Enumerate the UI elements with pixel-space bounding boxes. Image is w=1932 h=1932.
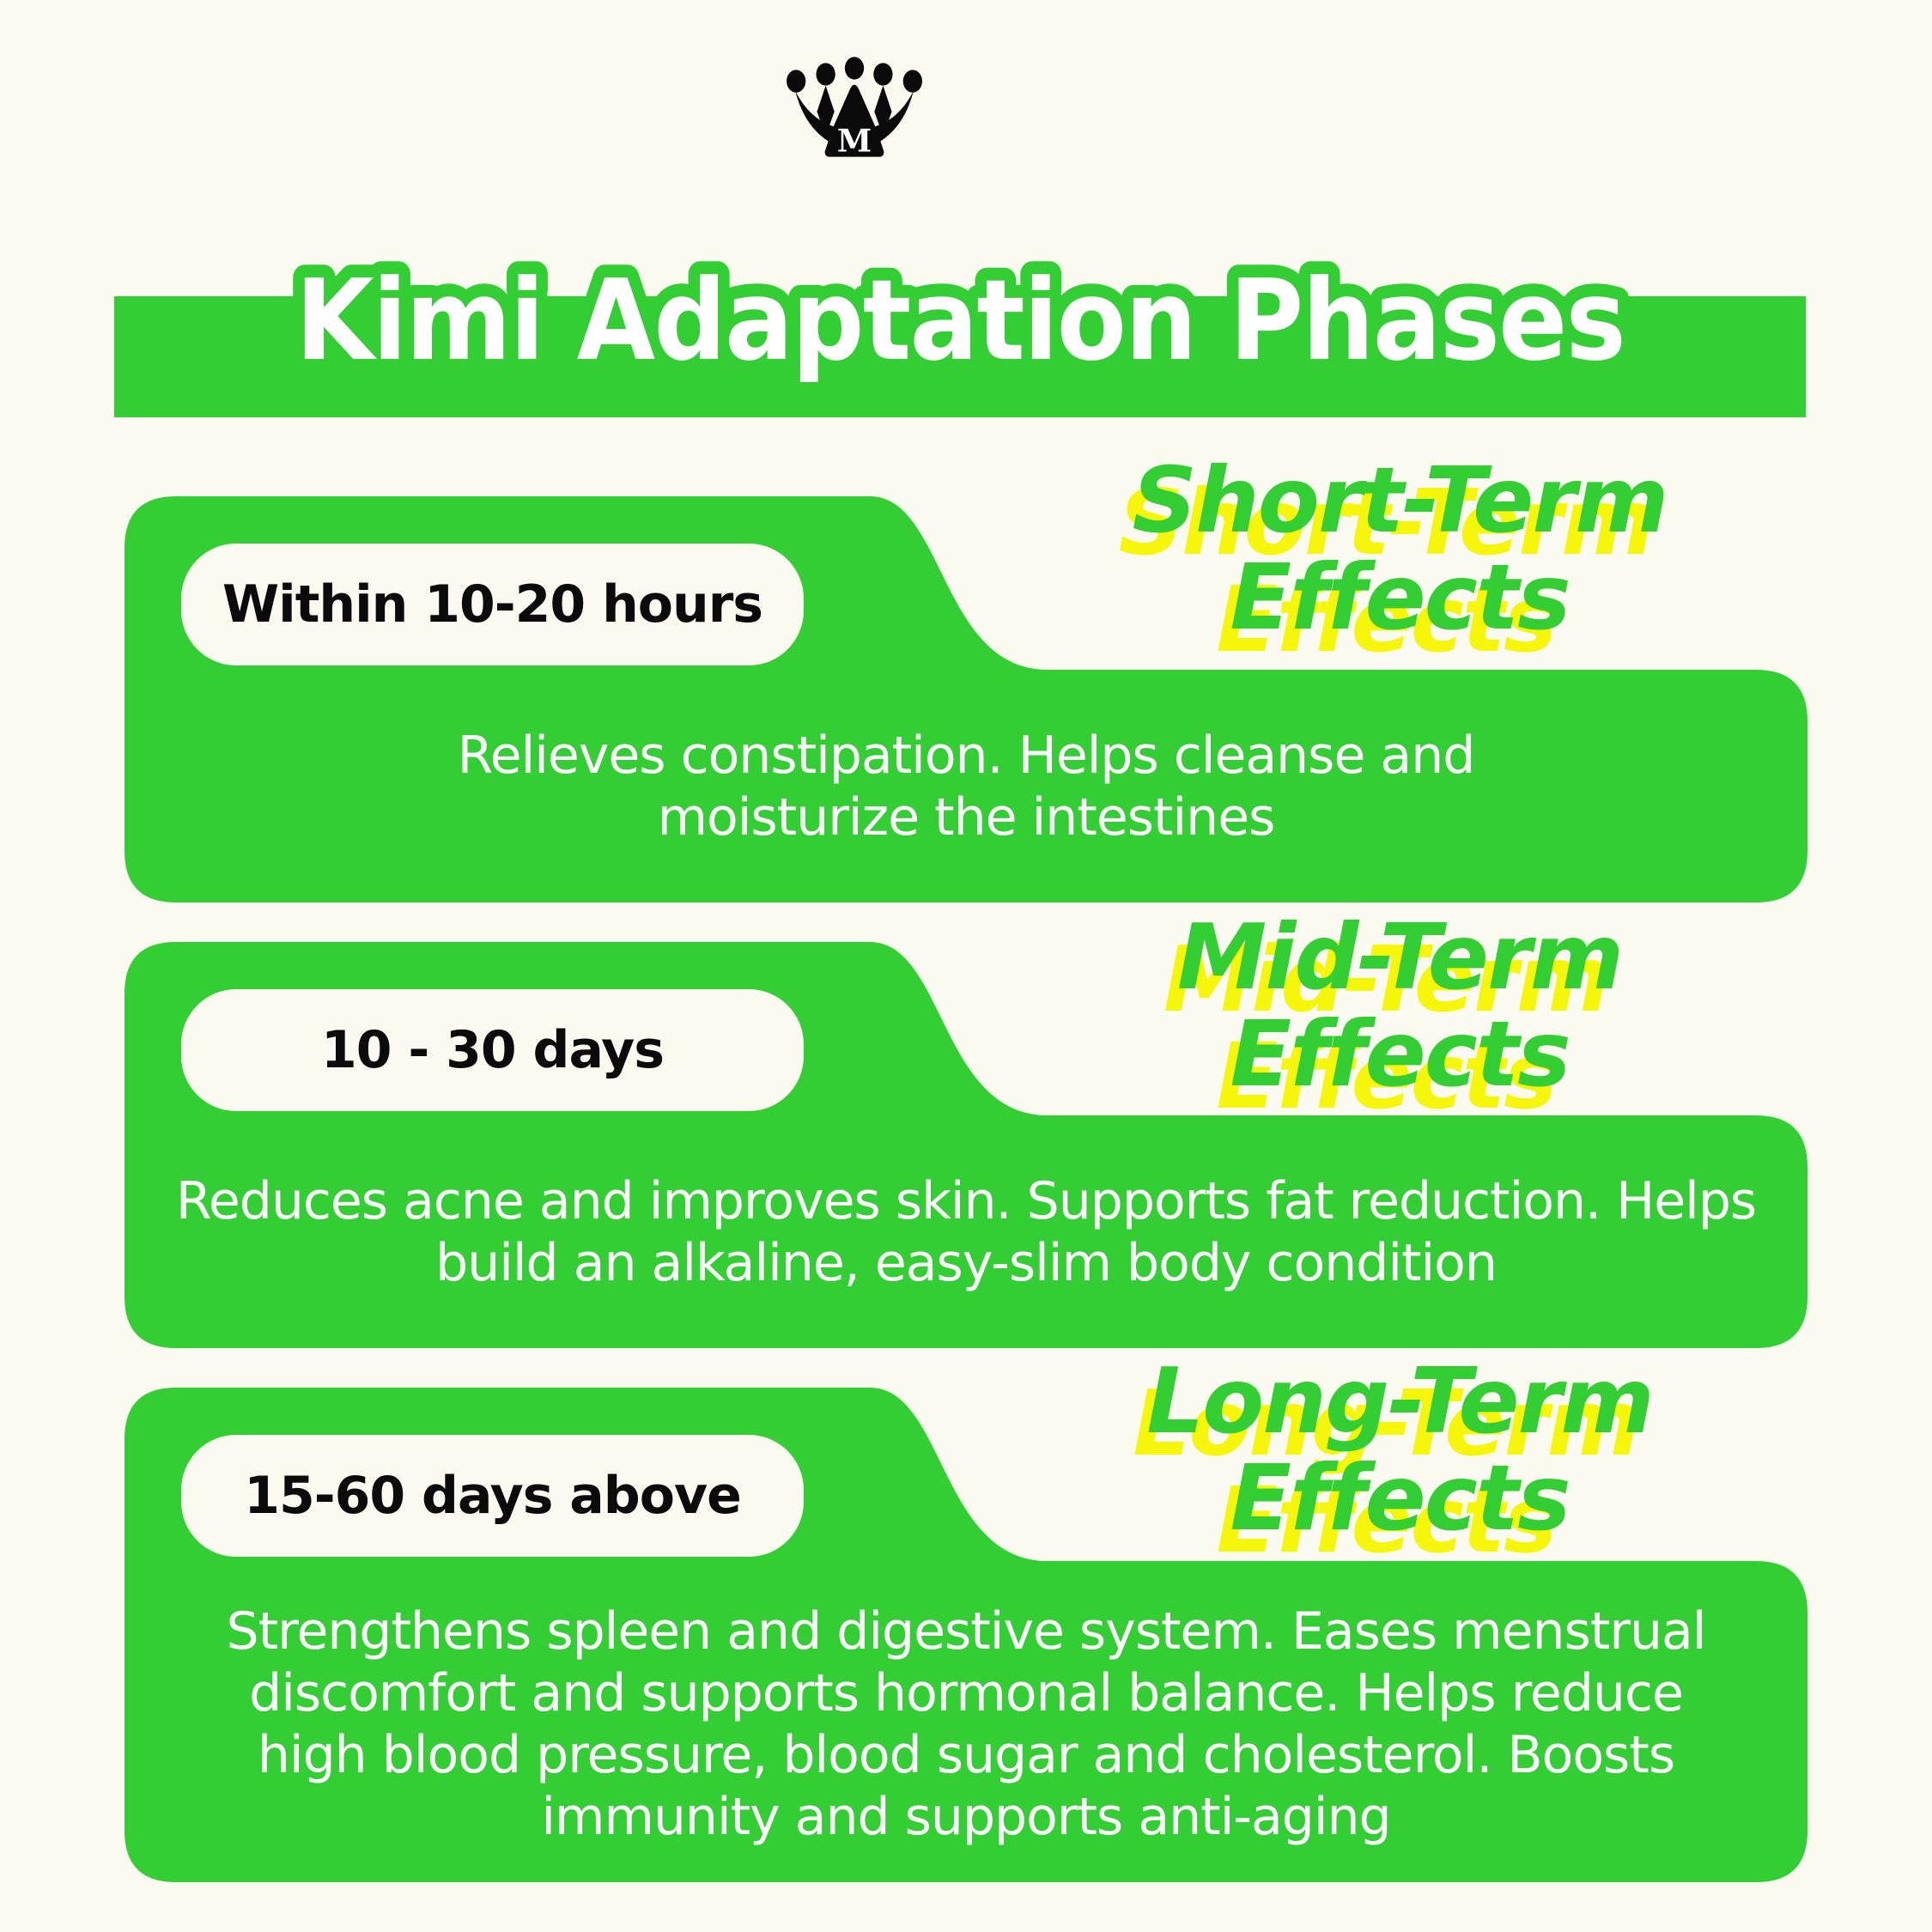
duration-label: 15-60 days above xyxy=(244,1466,742,1526)
duration-pill: Within 10-20 hours xyxy=(181,544,804,665)
phase-heading-short-term: Short-Term Effects xyxy=(1132,448,1668,650)
duration-pill: 10 - 30 days xyxy=(181,989,804,1111)
crown-logo: M xyxy=(787,57,922,160)
phase-description: Reduces acne and improves skin. Supports… xyxy=(175,1171,1757,1293)
phase-heading-long-term: Long-Term Effects xyxy=(1146,1349,1655,1551)
title-banner: Kimi Adaptation Phases xyxy=(114,242,1806,417)
page-title: Kimi Adaptation Phases xyxy=(295,255,1625,386)
phase-card-mid-term: 10 - 30 days Reduces acne and improves s… xyxy=(125,942,1807,1348)
crown-letter: M xyxy=(837,123,872,160)
phase-description: Relieves constipation. Helps cleanse and… xyxy=(457,726,1476,848)
title-svg: Kimi Adaptation Phases xyxy=(283,242,1639,398)
phase-heading-mid-term: Mid-Term Effects xyxy=(1176,905,1624,1107)
phase-card-short-term: Within 10-20 hours Relieves constipation… xyxy=(125,496,1807,902)
phase-description: Strengthens spleen and digestive system.… xyxy=(226,1601,1707,1847)
duration-label: Within 10-20 hours xyxy=(222,574,763,635)
duration-label: 10 - 30 days xyxy=(321,1020,665,1080)
phase-card-long-term: 15-60 days above Strengthens spleen and … xyxy=(125,1388,1807,1882)
duration-pill: 15-60 days above xyxy=(181,1435,804,1557)
